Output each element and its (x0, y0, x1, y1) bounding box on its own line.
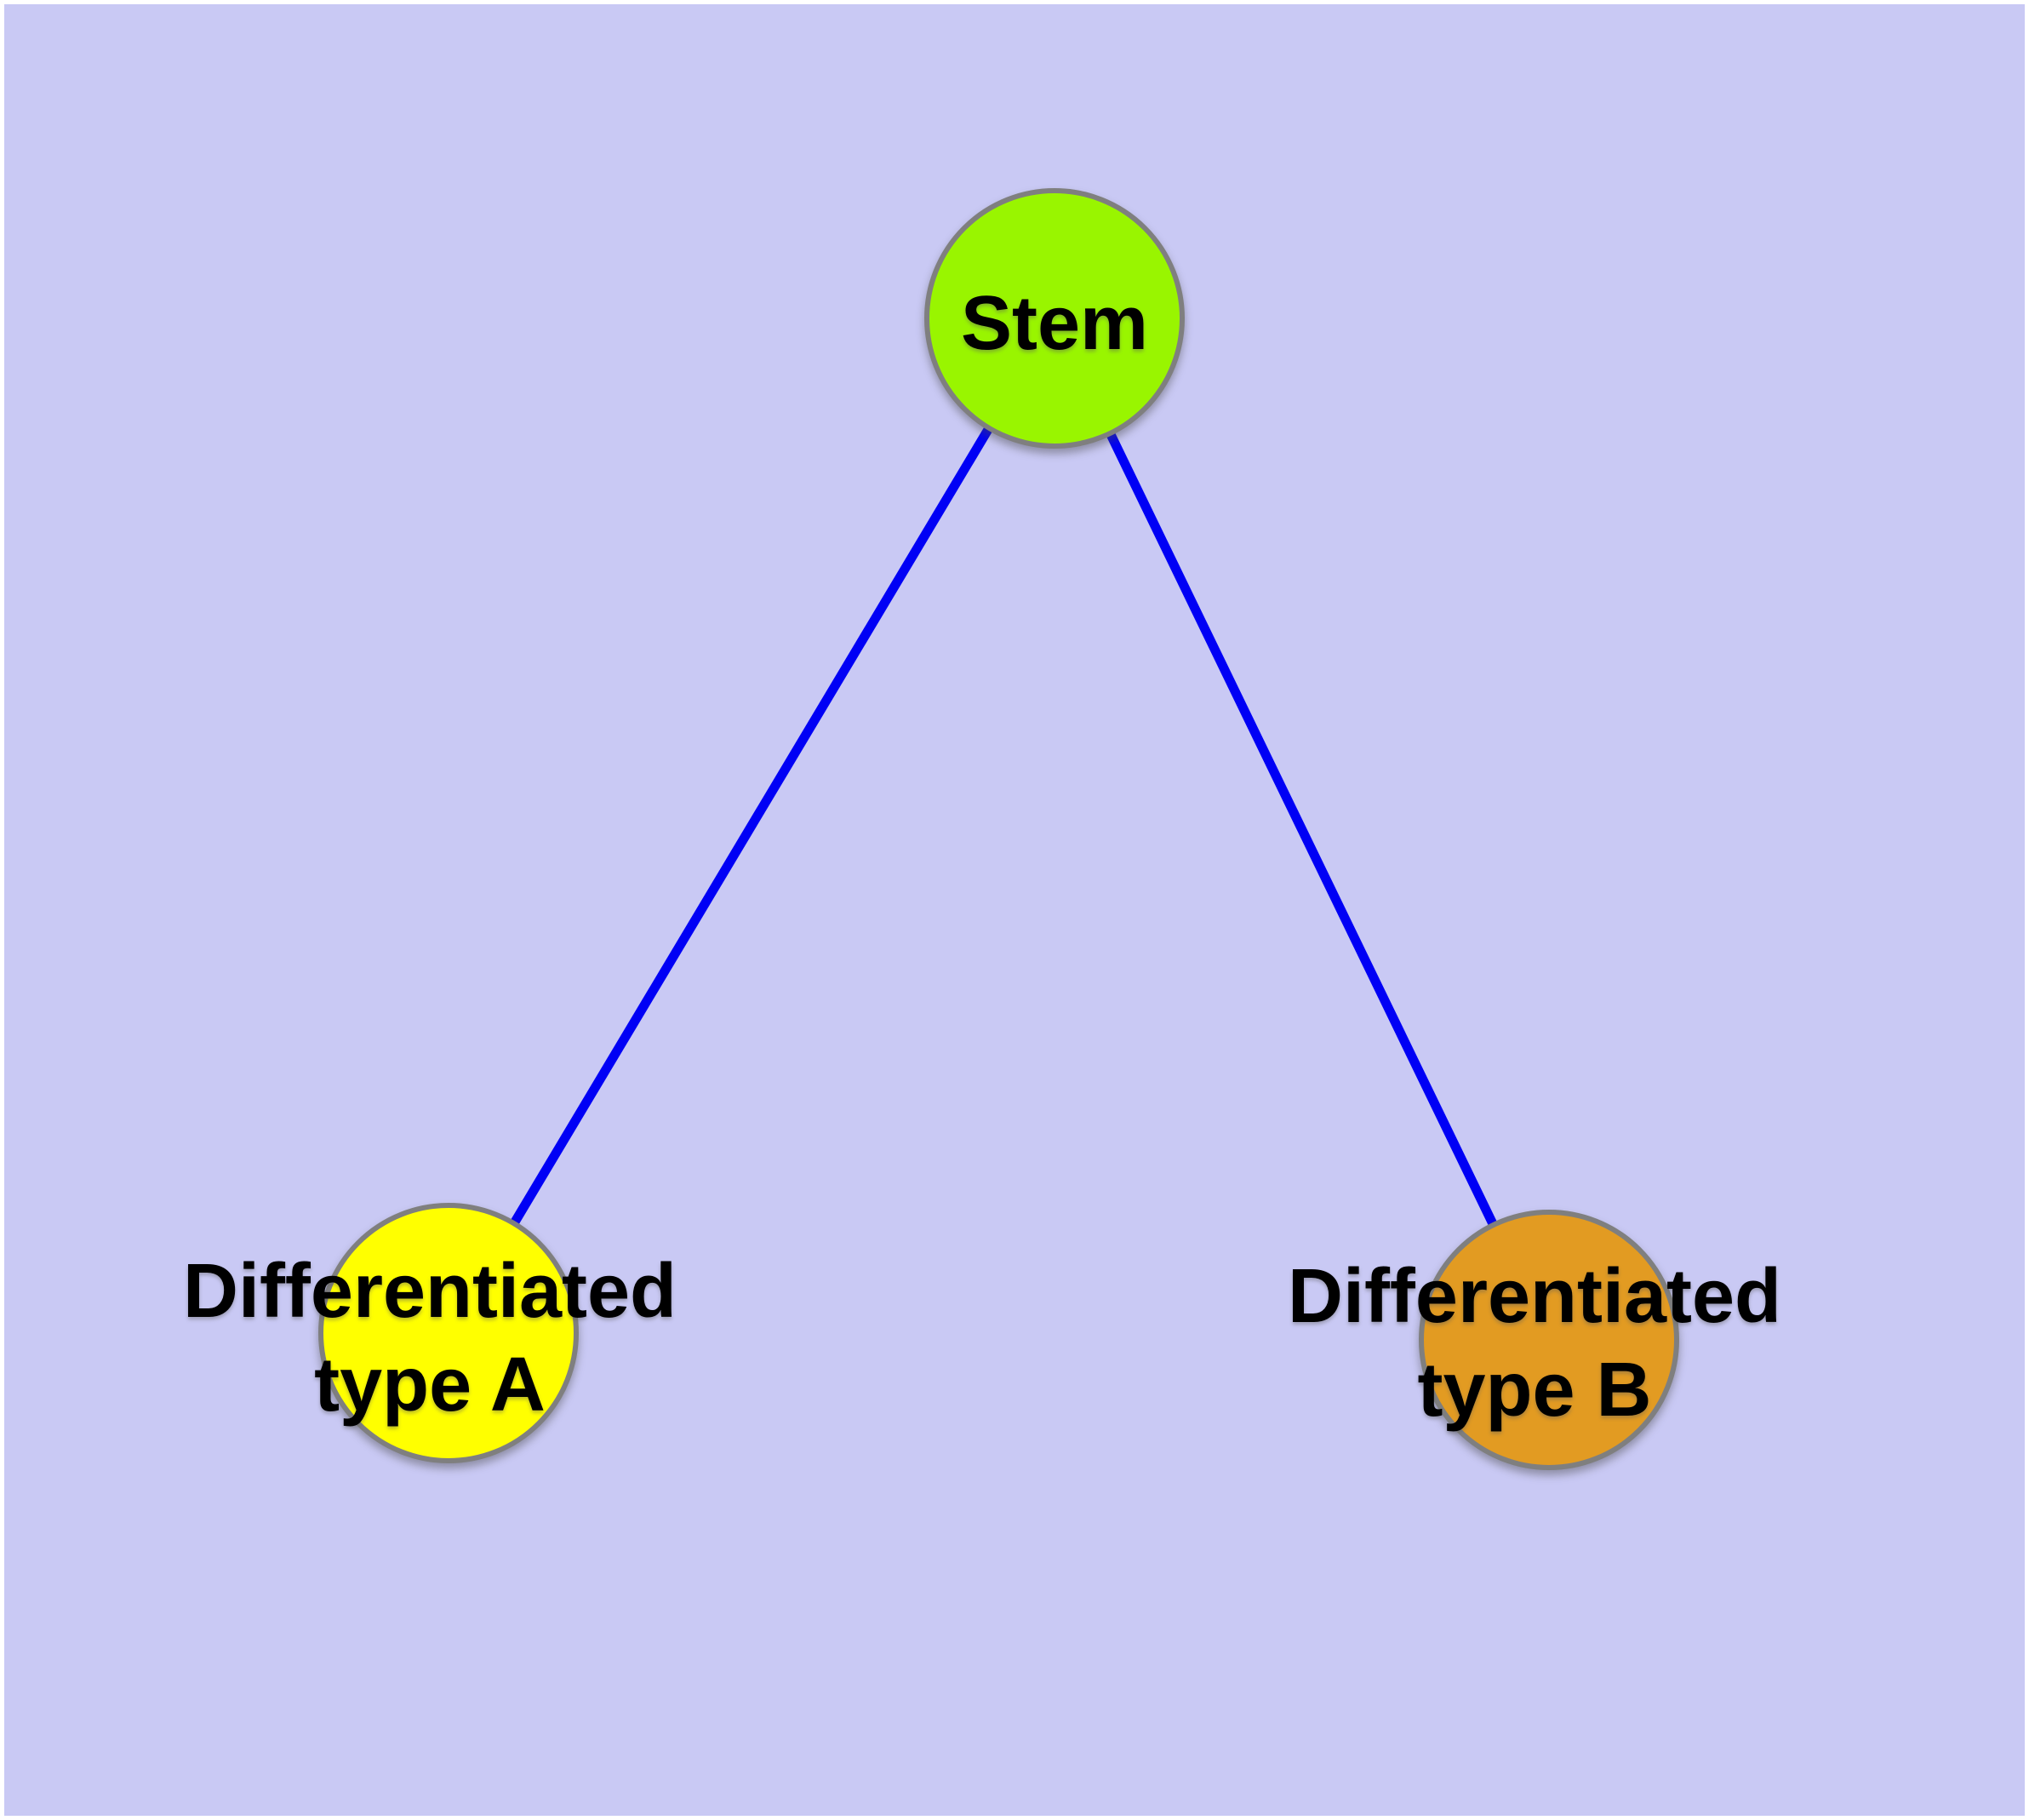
node-differentiated-type-b: Differentiated type B (1288, 1210, 1781, 1470)
node-differentiated-type-a: Differentiated type A (183, 1203, 677, 1463)
node-stem: Stem (924, 188, 1185, 449)
node-differentiated-type-b-circle (1419, 1210, 1679, 1470)
node-differentiated-type-a-label-line1: Differentiated (183, 1249, 677, 1334)
node-differentiated-type-a-circle (318, 1203, 579, 1463)
node-stem-label: Stem (961, 281, 1148, 366)
node-differentiated-type-b-label-line2: type B (1417, 1348, 1651, 1433)
node-stem-circle (924, 188, 1185, 449)
edge-stem-to-differentiated-type-a (444, 316, 1059, 1336)
edge-stem-to-differentiated-type-b (1050, 316, 1553, 1342)
node-differentiated-type-a-label-line2: type A (314, 1342, 546, 1428)
node-differentiated-type-b-label-line1: Differentiated (1288, 1254, 1781, 1339)
